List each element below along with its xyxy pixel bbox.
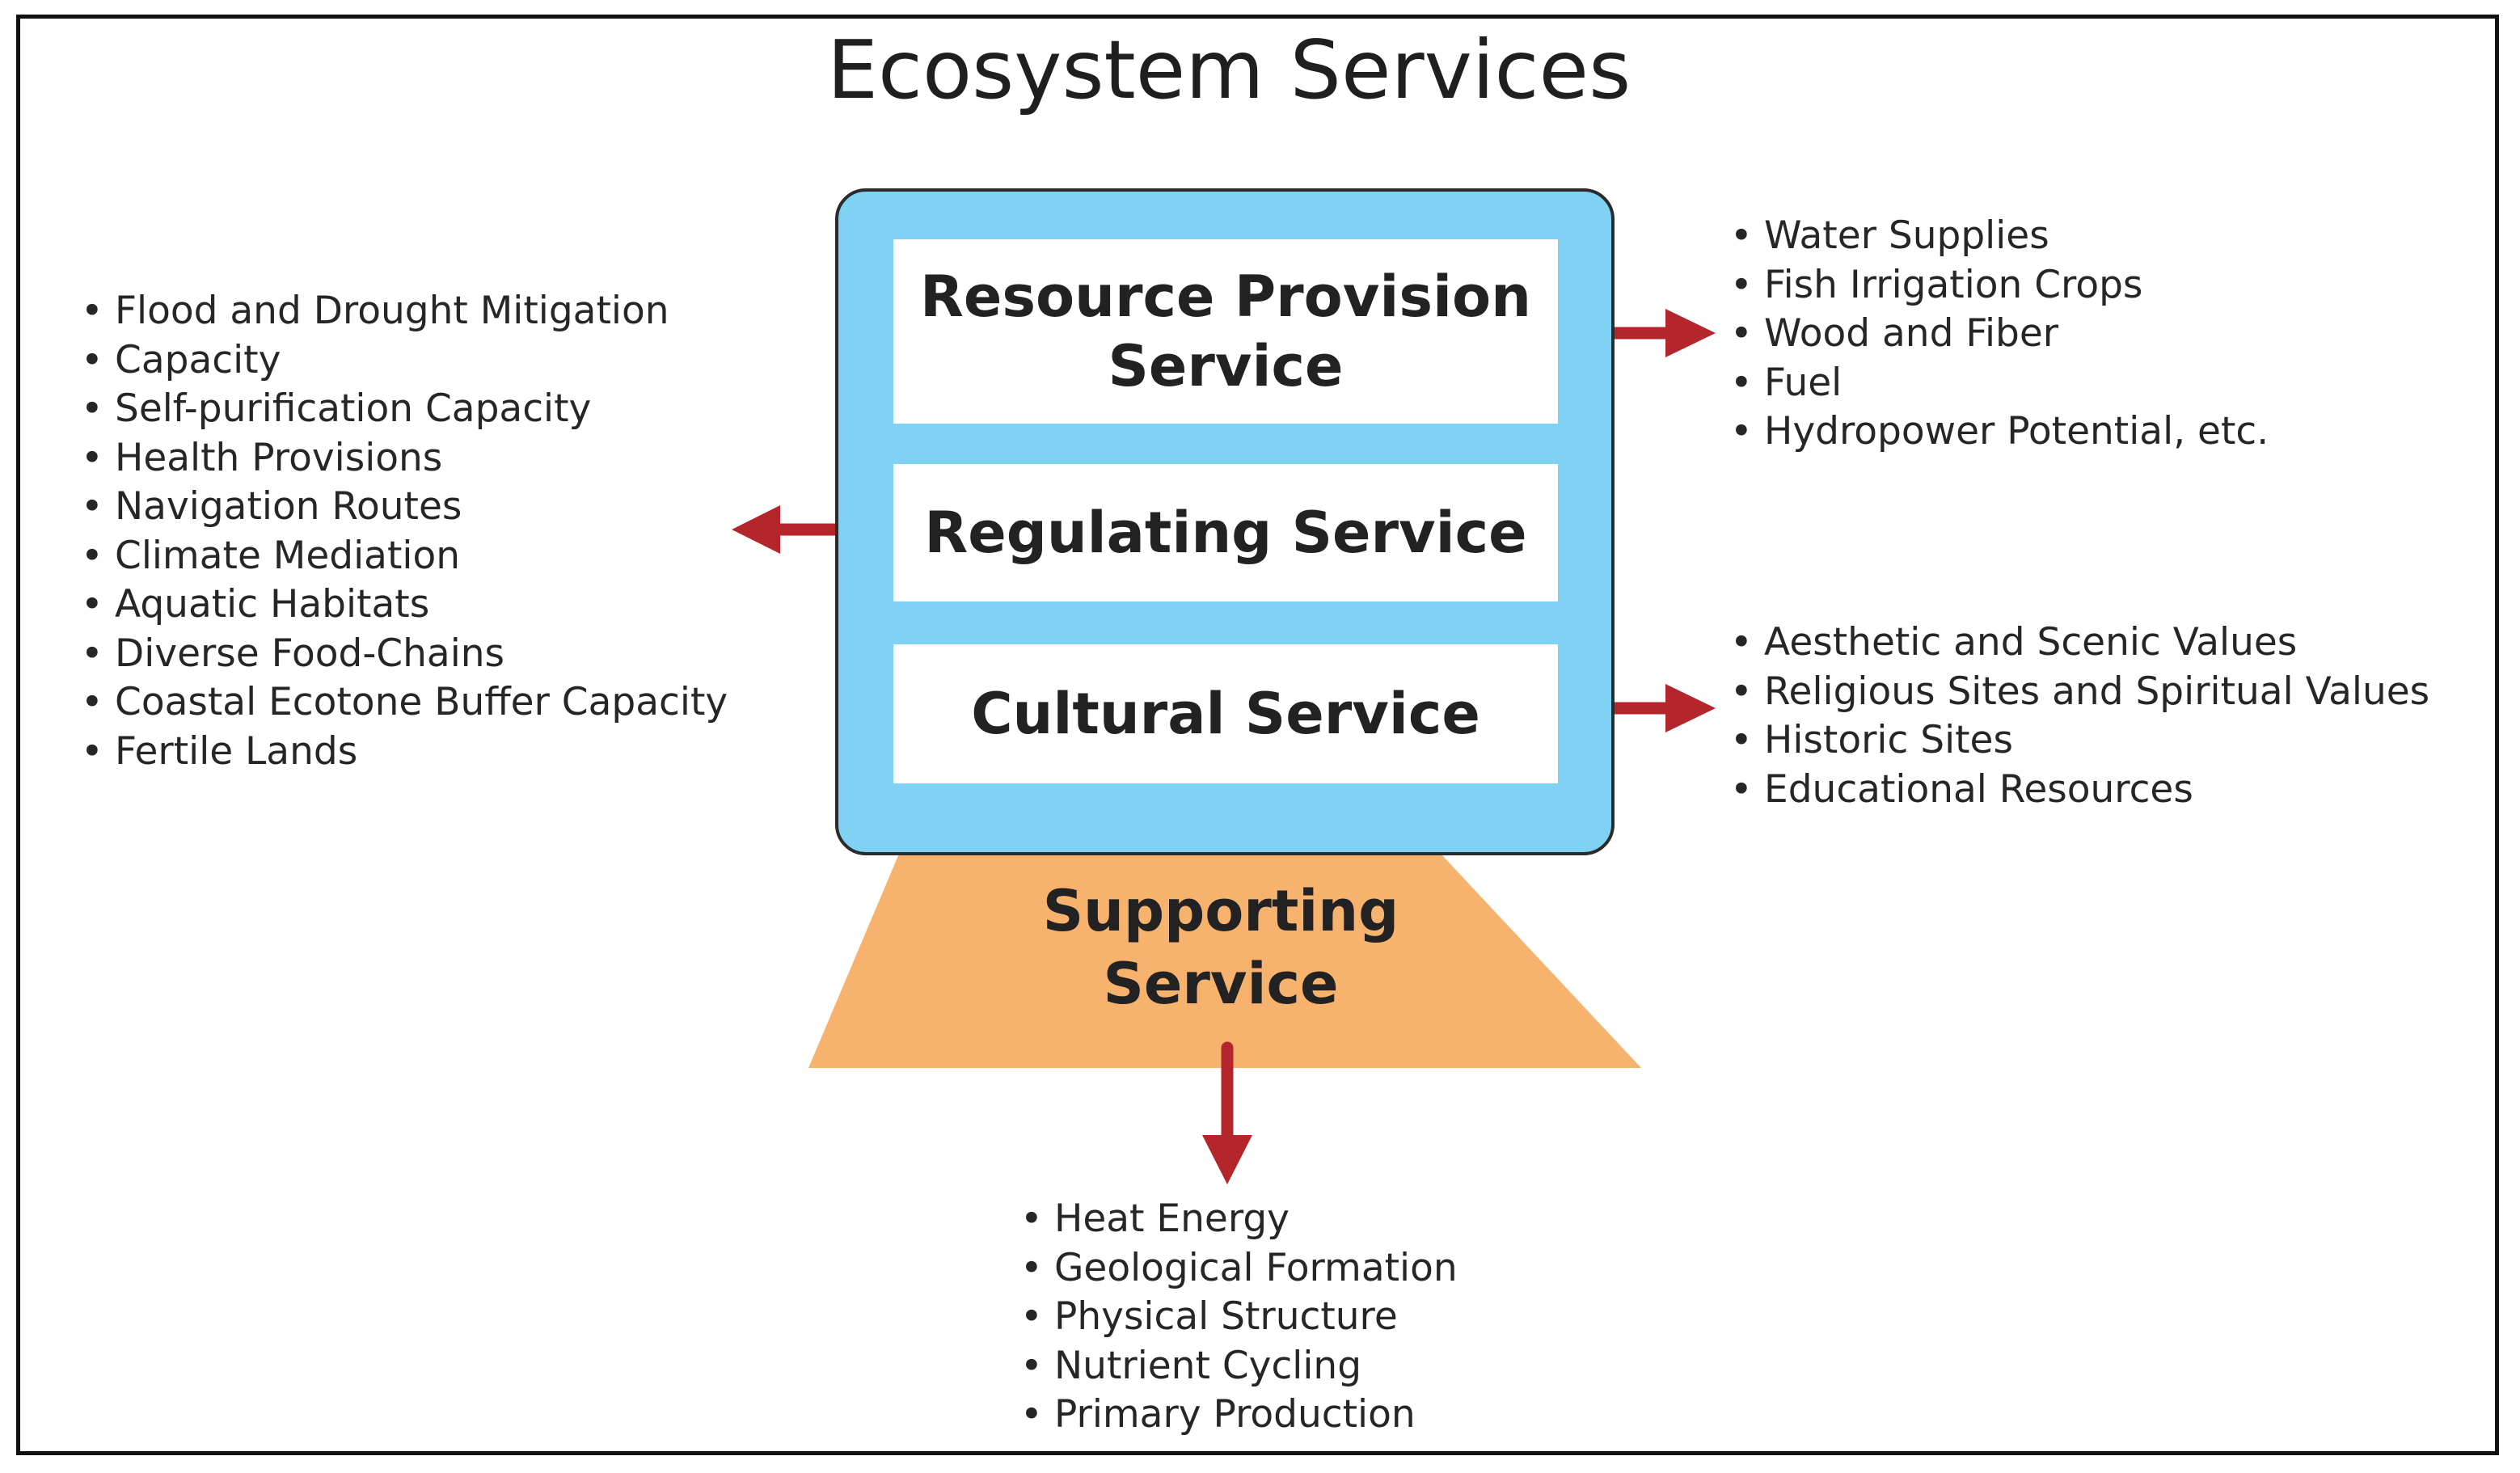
list-item: Diverse Food-Chains xyxy=(81,630,728,679)
list-item: Flood and Drought Mitigation xyxy=(81,287,728,336)
list-item: Navigation Routes xyxy=(81,483,728,532)
list-item: Fertile Lands xyxy=(81,728,728,777)
diagram-frame xyxy=(16,15,2499,1455)
list-item: Coastal Ecotone Buffer Capacity xyxy=(81,678,728,728)
list-item: Religious Sites and Spiritual Values xyxy=(1730,668,2429,717)
list-item: Physical Structure xyxy=(1020,1293,1458,1342)
list-item: Self-purification Capacity xyxy=(81,385,728,434)
cultural-items-list: Aesthetic and Scenic Values Religious Si… xyxy=(1730,618,2429,814)
list-item: Health Provisions xyxy=(81,434,728,483)
list-item: Primary Production xyxy=(1020,1391,1458,1440)
arrow-to-supporting-items xyxy=(1202,1041,1252,1184)
list-item: Educational Resources xyxy=(1730,766,2429,815)
list-item: Wood and Fiber xyxy=(1730,310,2269,359)
list-item: Water Supplies xyxy=(1730,212,2269,261)
list-item: Nutrient Cycling xyxy=(1020,1342,1458,1391)
supporting-service-label: Supporting Service xyxy=(1042,878,1399,1017)
resource-items-list: Water Supplies Fish Irrigation Crops Woo… xyxy=(1730,212,2269,457)
list-item: Fish Irrigation Crops xyxy=(1730,261,2269,310)
list-item: Capacity xyxy=(81,336,728,386)
regulating-service-box: Regulating Service xyxy=(893,464,1558,601)
list-item: Aesthetic and Scenic Values xyxy=(1730,618,2429,668)
cultural-service-box: Cultural Service xyxy=(893,644,1558,783)
list-item: Heat Energy xyxy=(1020,1195,1458,1244)
list-item: Climate Mediation xyxy=(81,532,728,581)
supporting-items-list: Heat Energy Geological Formation Physica… xyxy=(1020,1195,1458,1440)
list-item: Fuel xyxy=(1730,359,2269,408)
list-item: Historic Sites xyxy=(1730,716,2429,766)
list-item: Aquatic Habitats xyxy=(81,580,728,630)
regulating-items-list: Flood and Drought Mitigation Capacity Se… xyxy=(81,287,728,776)
list-item: Geological Formation xyxy=(1020,1244,1458,1294)
resource-provision-service-box: Resource Provision Service xyxy=(893,239,1558,424)
supporting-service-trapezoid xyxy=(808,854,1641,1068)
list-item: Hydropower Potential, etc. xyxy=(1730,407,2269,457)
diagram-title: Ecosystem Services xyxy=(826,23,1631,117)
